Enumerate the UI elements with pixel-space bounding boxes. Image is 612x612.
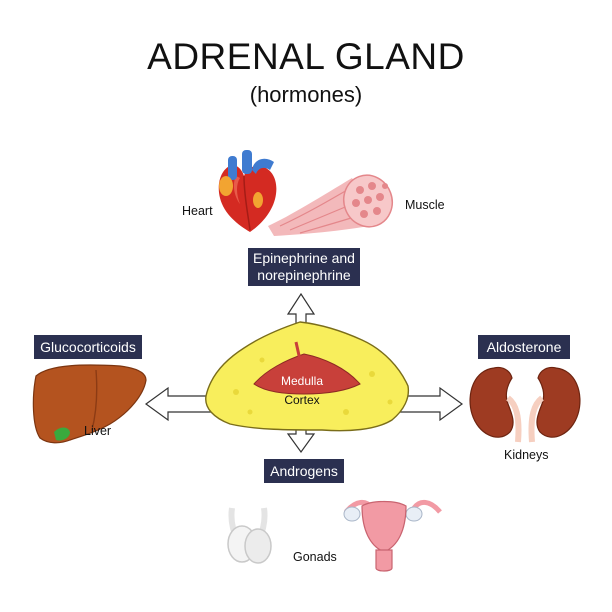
glucocorticoids-box: Glucocorticoids <box>34 335 142 359</box>
androgens-box: Androgens <box>264 459 344 483</box>
muscle-illustration <box>268 174 393 236</box>
arrow-right <box>397 386 464 422</box>
diagram-subtitle: (hormones) <box>249 82 363 107</box>
uterus-illustration <box>343 500 442 572</box>
testes-illustration <box>227 507 272 564</box>
heart-illustration <box>218 150 277 232</box>
medulla-label: Medulla <box>280 374 324 388</box>
epinephrine-label-line1: Epinephrine and <box>253 250 355 266</box>
liver-label: Liver <box>84 424 112 438</box>
liver-illustration <box>32 364 147 444</box>
epinephrine-box: Epinephrine and norepinephrine <box>248 248 360 286</box>
kidneys-label: Kidneys <box>504 448 549 462</box>
epinephrine-label-line2: norepinephrine <box>257 267 351 283</box>
arrow-left <box>144 386 213 422</box>
heart-label: Heart <box>182 204 213 218</box>
gonads-label: Gonads <box>293 550 337 564</box>
diagram-title: ADRENAL GLAND <box>147 36 465 77</box>
cortex-label: Cortex <box>284 393 320 407</box>
muscle-label: Muscle <box>405 198 445 212</box>
kidneys-illustration <box>469 366 581 443</box>
adrenal-gland <box>205 321 410 432</box>
aldosterone-box: Aldosterone <box>478 335 570 359</box>
